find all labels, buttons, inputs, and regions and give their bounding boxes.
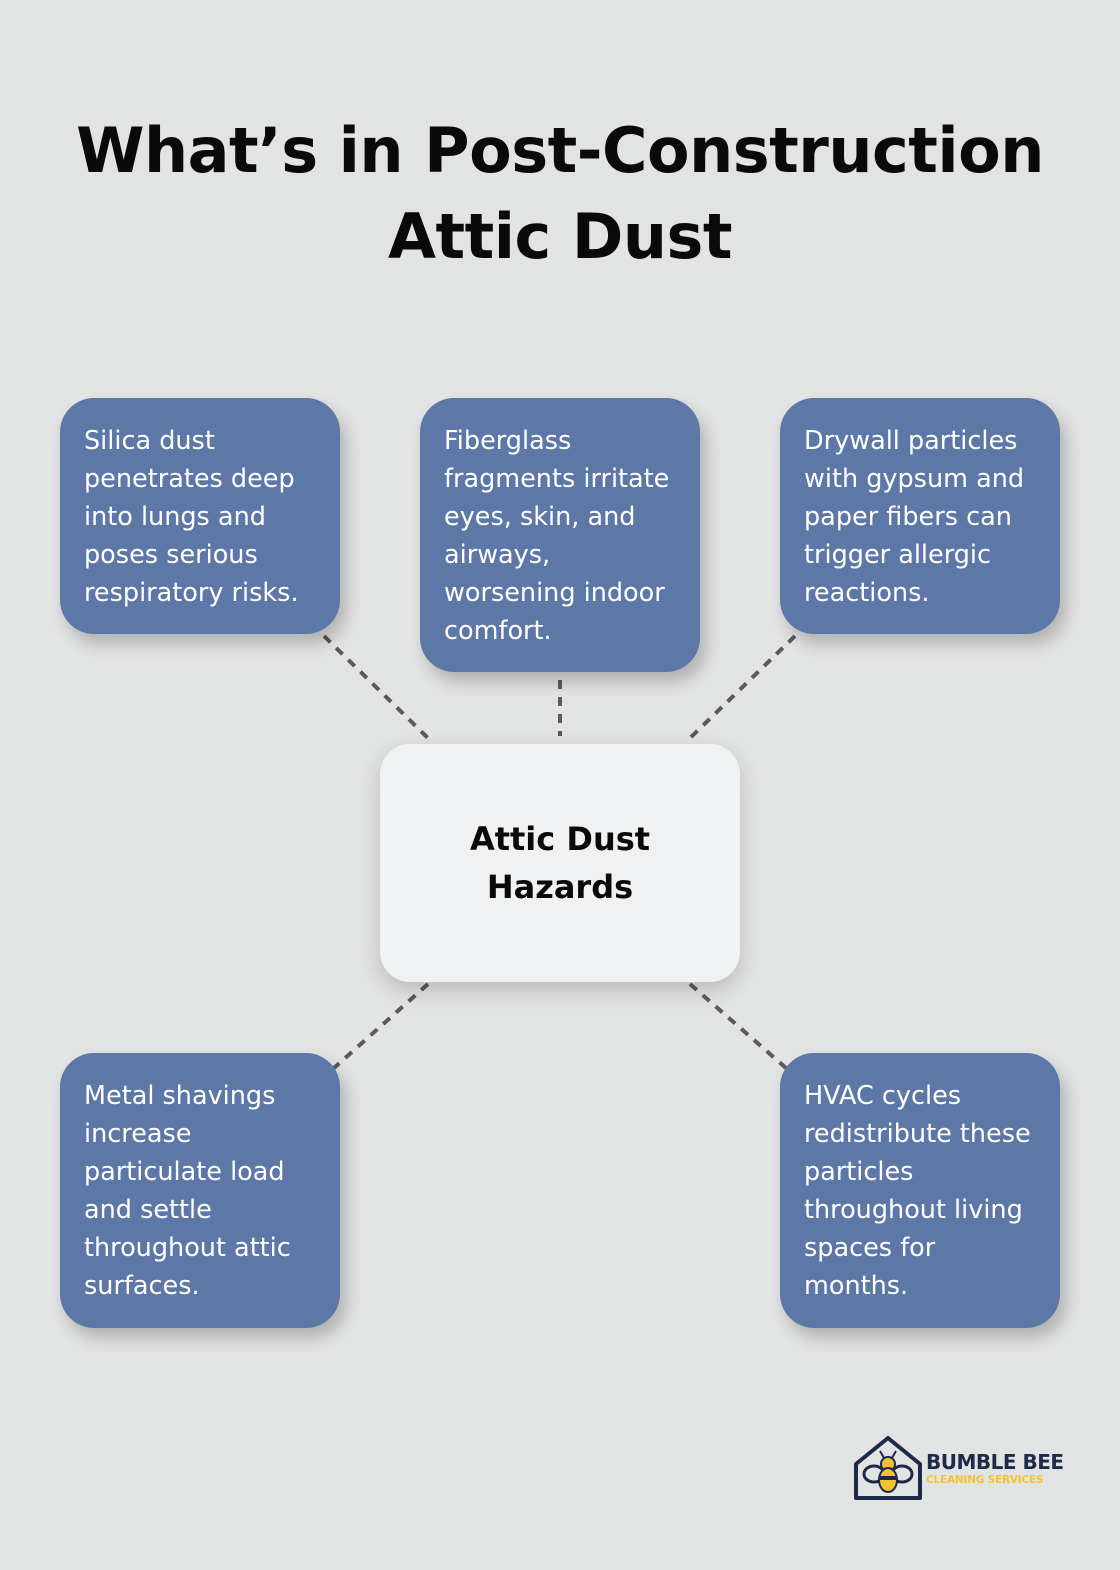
node-drywall-text: Drywall particles with gypsum and paper … (804, 426, 1025, 608)
node-silica: Silica dust penetrates deep into lungs a… (60, 398, 340, 634)
node-hvac-text: HVAC cycles redistribute these particles… (804, 1081, 1031, 1301)
page-title: What’s in Post-Construction Attic Dust (0, 108, 1120, 280)
title-line-2: Attic Dust (388, 200, 733, 273)
title-line-1: What’s in Post-Construction (76, 114, 1044, 187)
center-node-line-2: Hazards (486, 868, 634, 906)
bee-house-icon (854, 1436, 922, 1500)
node-metal: Metal shavings increase particulate load… (60, 1053, 340, 1328)
logo-name: BUMBLE BEE (926, 1450, 1064, 1474)
center-node: Attic Dust Hazards (380, 744, 740, 982)
connector-hvac (688, 982, 788, 1070)
connector-metal (332, 982, 430, 1070)
center-node-line-1: Attic Dust (469, 820, 651, 858)
node-silica-text: Silica dust penetrates deep into lungs a… (84, 426, 299, 608)
node-metal-text: Metal shavings increase particulate load… (84, 1081, 291, 1301)
connector-silica (322, 634, 434, 744)
logo-tagline: CLEANING SERVICES (926, 1474, 1044, 1486)
node-drywall: Drywall particles with gypsum and paper … (780, 398, 1060, 634)
brand-logo: BUMBLE BEE CLEANING SERVICES (852, 1434, 1064, 1502)
connector-drywall (684, 634, 797, 744)
node-fiberglass-text: Fiberglass fragments irritate eyes, skin… (444, 426, 670, 646)
node-fiberglass: Fiberglass fragments irritate eyes, skin… (420, 398, 700, 672)
node-hvac: HVAC cycles redistribute these particles… (780, 1053, 1060, 1328)
